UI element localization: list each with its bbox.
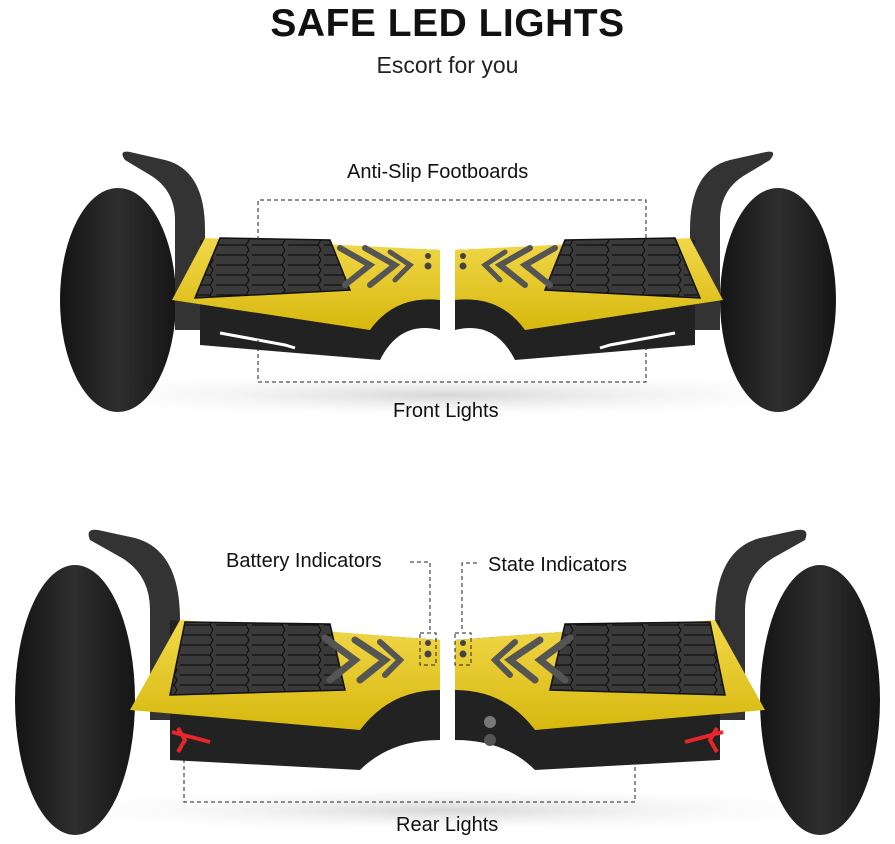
rear-light-left: [171, 726, 211, 754]
footboards-callout-line: [257, 199, 647, 240]
front-light-left: [219, 331, 296, 350]
battery-indicator-led: [425, 640, 431, 646]
state-indicators-label: State Indicators: [488, 554, 627, 576]
battery-callout-box: [419, 632, 437, 666]
power-button: [484, 716, 496, 728]
state-indicator-led: [460, 640, 466, 646]
rear-lights-callout-line: [183, 745, 636, 803]
battery-callout-line: [410, 561, 431, 632]
front-light-right: [599, 331, 676, 350]
footboards-label: Anti-Slip Footboards: [347, 161, 529, 183]
page-subtitle: Escort for you: [376, 52, 519, 78]
state-indicator-led: [459, 650, 467, 658]
rear-lights-label: Rear Lights: [396, 814, 499, 836]
page-title: SAFE LED LIGHTS: [270, 2, 625, 45]
state-callout-box: [454, 632, 472, 666]
rear-light-right: [684, 726, 724, 754]
battery-indicators-label: Battery Indicators: [226, 550, 382, 572]
front-lights-label: Front Lights: [393, 400, 499, 422]
hoverboard-rear-view: [7, 529, 887, 835]
charge-port: [484, 734, 496, 746]
hoverboard-front-view: [7, 151, 887, 420]
front-lights-callout-line: [257, 340, 647, 383]
state-callout-line: [461, 562, 477, 632]
battery-indicator-led: [424, 650, 432, 658]
